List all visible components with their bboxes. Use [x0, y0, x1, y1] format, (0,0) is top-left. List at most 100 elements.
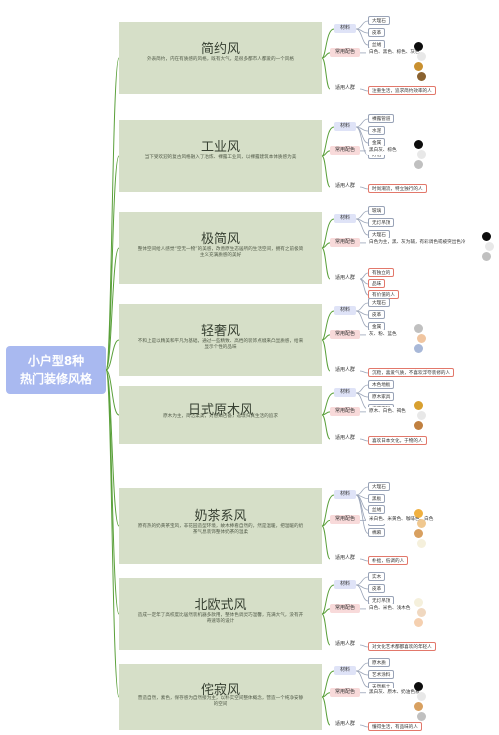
- materials-label[interactable]: 材料: [334, 388, 356, 397]
- material-item: 无灯吊顶: [368, 218, 395, 227]
- material-item: 裸露管道: [368, 114, 395, 123]
- material-item: 水泥: [368, 126, 386, 135]
- style-description: 不和上是以精美和平凡为基础，通过一些精致、高档的装饰点缀来凸显质感，给来显示个性…: [137, 339, 304, 351]
- style-title: 极简风: [200, 232, 240, 247]
- material-item: 皮革: [368, 28, 386, 37]
- material-item: 大理石: [368, 298, 390, 307]
- colors-label[interactable]: 常用配色: [330, 47, 360, 57]
- color-swatch: [485, 241, 494, 251]
- color-swatch: [417, 410, 426, 420]
- materials-label[interactable]: 材料: [334, 306, 356, 315]
- color-swatch: [417, 519, 426, 529]
- color-scheme: 白色、黑色、棕色、灰色: [366, 47, 423, 57]
- colors-label[interactable]: 常用配色: [330, 603, 360, 613]
- style-title: 北欧式风: [194, 598, 247, 613]
- color-swatch: [417, 149, 426, 159]
- style-title: 侘寂风: [200, 683, 240, 698]
- style-description: 原有热的奶黄茶宝风，非花园造型环境，故木棒看自然的，然是温暖，把温暖的奶茶气息装…: [137, 524, 304, 536]
- material-item: 原木家具: [368, 392, 395, 401]
- audience-item: 对文化艺术都都喜欢的年轻人: [368, 642, 436, 651]
- color-swatch: [414, 509, 423, 519]
- colors-label[interactable]: 常用配色: [330, 687, 360, 697]
- color-swatch: [414, 420, 423, 430]
- style-card[interactable]: 工业风当下受欢迎的复古风格融入了冶炼、裸露工业风，以裸露建筑本体质感为美: [119, 120, 322, 192]
- audience-item: 喜欢日本文化，于物的人: [368, 436, 427, 445]
- color-swatch: [414, 597, 423, 607]
- style-title: 工业风: [200, 140, 240, 155]
- color-swatch: [417, 71, 426, 81]
- people-label[interactable]: 适用人群: [334, 275, 355, 281]
- color-swatch: [414, 159, 423, 169]
- material-item: 黑板: [368, 493, 386, 503]
- style-card[interactable]: 北欧式风造成一定年了高校度比居然装机器多款用，整体色调灵巧温馨，充满大气，没有开…: [119, 578, 322, 650]
- color-scheme: 米白色、米黄色、咖啡色、白色: [366, 515, 437, 525]
- style-title: 轻奢风: [200, 324, 240, 339]
- color-swatch: [414, 701, 423, 711]
- colors-label[interactable]: 常用配色: [330, 237, 360, 247]
- color-swatch: [414, 41, 423, 51]
- people-label[interactable]: 适用人群: [334, 435, 355, 441]
- materials-label[interactable]: 材料: [334, 122, 356, 131]
- audience-item: 懂得生活，有品味的人: [368, 722, 422, 731]
- audience-item: 注重生活，追求简约效率的人: [368, 86, 436, 95]
- material-item: 艺术涂料: [368, 670, 395, 679]
- material-item: 大理石: [368, 16, 390, 25]
- material-item: 棉麻: [368, 528, 386, 538]
- style-description: 整体空间给人感觉“空无一物”的美感，改善原生态居所的生活空间，拥有之前极简主义充…: [137, 247, 304, 259]
- colors-label[interactable]: 常用配色: [330, 515, 360, 525]
- style-card[interactable]: 奶茶系风原有热的奶黄茶宝风，非花园造型环境，故木棒看自然的，然是温暖，把温暖的奶…: [119, 488, 322, 564]
- audience-item: 品味: [368, 279, 386, 288]
- audience-item: 有独立的: [368, 268, 395, 277]
- color-scheme: 黑白灰、棕色: [366, 145, 400, 155]
- color-swatch: [414, 61, 423, 71]
- material-item: 皮革: [368, 310, 386, 319]
- audience-item: 时尚潮流，特立独行的人: [368, 184, 427, 193]
- color-swatch: [417, 607, 426, 617]
- colors-label[interactable]: 常用配色: [330, 406, 360, 416]
- colors-label[interactable]: 常用配色: [330, 145, 360, 155]
- people-label[interactable]: 适用人群: [334, 555, 355, 561]
- style-card[interactable]: 极简风整体空间给人感觉“空无一物”的美感，改善原生态居所的生活空间，拥有之前极简…: [119, 212, 322, 284]
- materials-label[interactable]: 材料: [334, 580, 356, 589]
- style-card[interactable]: 侘寂风营造自然，素色，保存感为自然接为主，以朴实空间整体概念，营造一个纯净安静的…: [119, 664, 322, 730]
- style-card[interactable]: 简约风外表简约，内在有质感的风格，既有大气，是很多都市人都爱的一个风格: [119, 22, 322, 94]
- style-title: 简约风: [200, 42, 240, 57]
- people-label[interactable]: 适用人群: [334, 641, 355, 647]
- material-item: 大理石: [368, 482, 390, 491]
- style-description: 当下受欢迎的复古风格融入了冶炼、裸露工业风，以裸露建筑本体质感为美: [144, 155, 297, 160]
- style-card[interactable]: 轻奢风不和上是以精美和平凡为基础，通过一些精致、高档的装饰点缀来凸显质感，给来显…: [119, 304, 322, 376]
- style-card[interactable]: 日式原木风原木为主，简洁柔美，对感知已备，返璞归真生活的追求: [119, 386, 322, 444]
- root-topic[interactable]: 小户型8种 热门装修风格: [6, 346, 106, 394]
- color-swatch: [414, 529, 423, 539]
- material-item: 木色地板: [368, 380, 395, 389]
- people-label[interactable]: 适用人群: [334, 85, 355, 91]
- style-description: 营造自然，素色，保存感为自然接为主，以朴实空间整体概念，营造一个纯净安静的空间: [137, 696, 304, 708]
- color-scheme: 原木、白色、褐色: [366, 406, 409, 416]
- color-swatch: [417, 691, 426, 701]
- colors-label[interactable]: 常用配色: [330, 329, 360, 339]
- color-scheme: 白色为主，黑、灰为辅，有彩调色或被突出色冷: [366, 237, 469, 247]
- root-title-line2: 热门装修风格: [19, 372, 92, 386]
- materials-label[interactable]: 材料: [334, 214, 356, 223]
- audience-item: 沉稳，喜爱气质，不喜欢浮夸装修的人: [368, 368, 455, 377]
- materials-label[interactable]: 材料: [334, 666, 356, 675]
- material-item: 皮革: [368, 584, 386, 593]
- people-label[interactable]: 适用人群: [334, 183, 355, 189]
- root-title-line1: 小户型8种: [27, 354, 85, 368]
- people-label[interactable]: 适用人群: [334, 721, 355, 727]
- people-label[interactable]: 适用人群: [334, 367, 355, 373]
- color-swatch: [414, 681, 423, 691]
- style-title: 日式原木风: [187, 403, 253, 418]
- color-swatch: [414, 139, 423, 149]
- style-description: 造成一定年了高校度比居然装机器多款用，整体色调灵巧温馨，充满大气，没有开奇速等的…: [137, 613, 304, 625]
- color-swatch: [417, 711, 426, 721]
- color-swatch: [482, 251, 491, 261]
- materials-label[interactable]: 材料: [334, 24, 356, 33]
- color-swatch: [417, 51, 426, 61]
- color-swatch: [482, 231, 491, 241]
- materials-label[interactable]: 材料: [334, 490, 356, 499]
- style-description: 外表简约，内在有质感的风格，既有大气，是很多都市人都爱的一个风格: [146, 57, 294, 62]
- color-swatch: [414, 323, 423, 333]
- color-scheme: 灰、粉、蓝色: [366, 329, 400, 339]
